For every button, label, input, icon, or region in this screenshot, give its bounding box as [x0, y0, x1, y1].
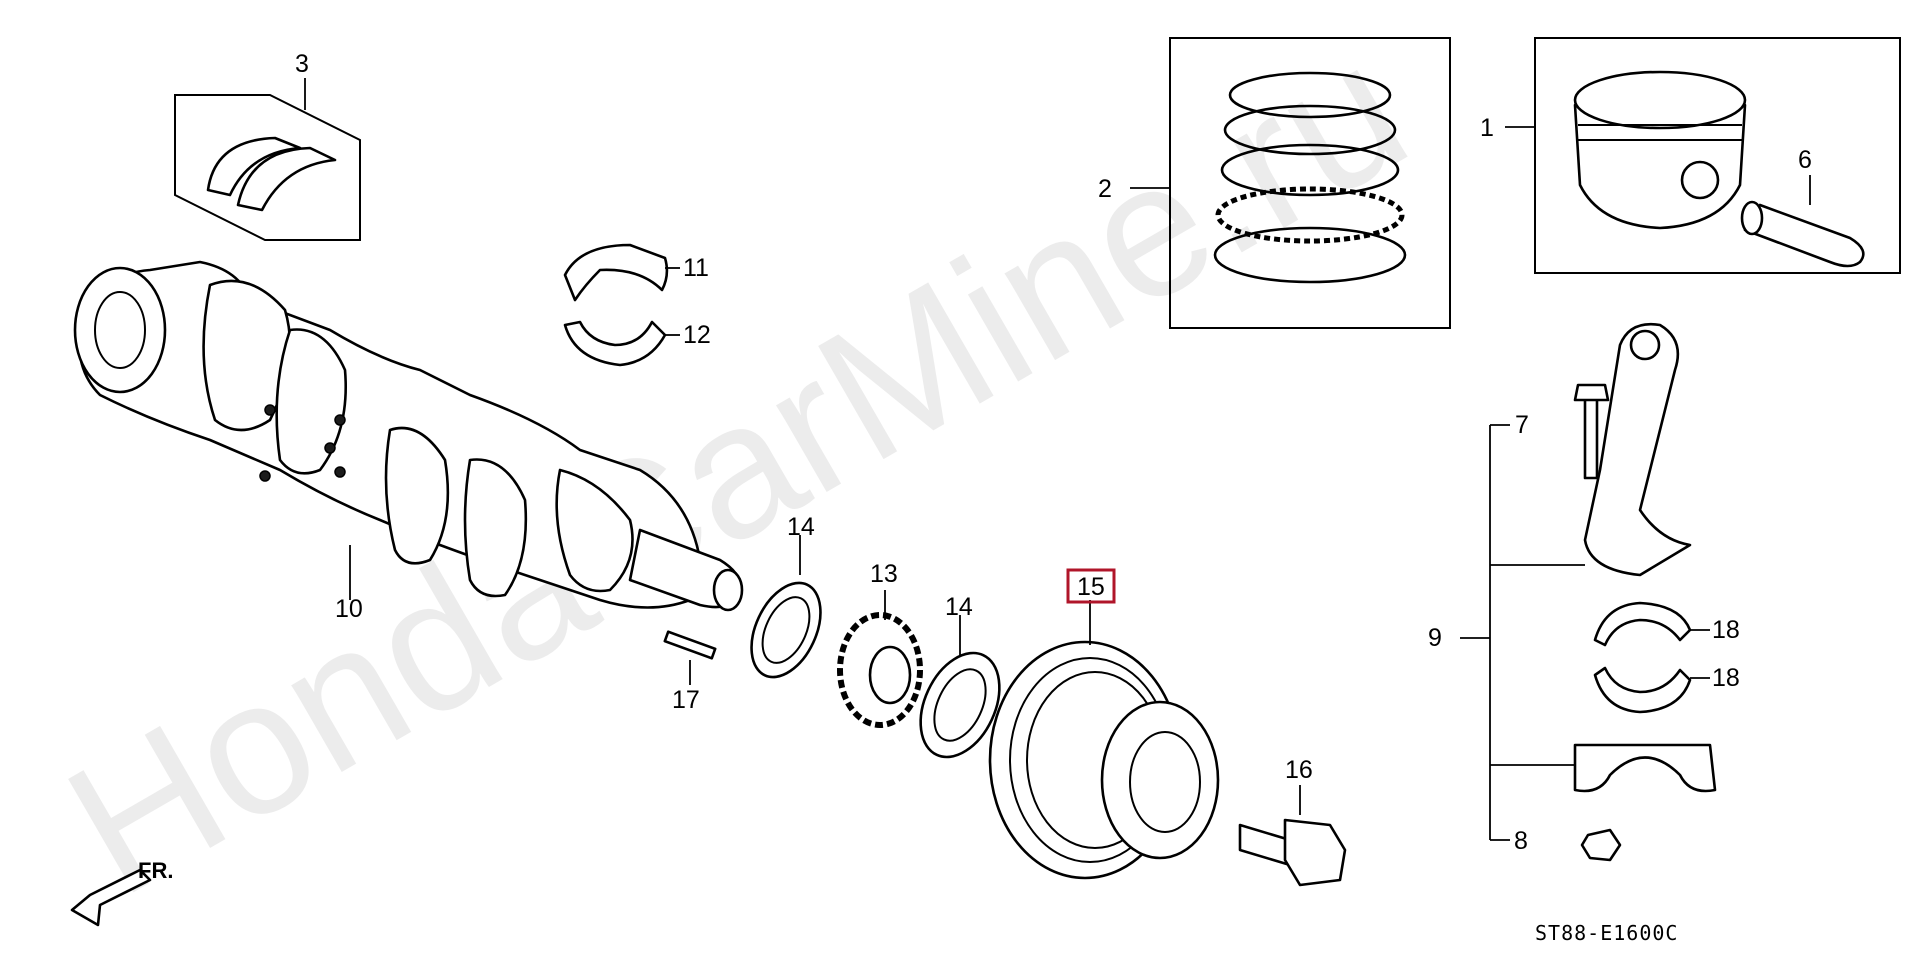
connecting-rod-bearing-18-upper[interactable] [1593, 601, 1710, 647]
callout-16: 16 [1285, 756, 1313, 784]
callout-15: 15 [1077, 573, 1105, 601]
callout-15-highlight[interactable]: 15 [1066, 568, 1116, 604]
callout-18-lower: 18 [1712, 664, 1740, 692]
front-direction-arrow: FR. [70, 858, 173, 927]
callout-17: 17 [672, 686, 700, 714]
connecting-rod-bearing-lower[interactable] [563, 320, 680, 367]
connecting-rod-cap[interactable] [1573, 743, 1717, 793]
connecting-rod[interactable] [1583, 322, 1692, 577]
callout-9: 9 [1428, 624, 1442, 652]
callout-10: 10 [335, 595, 363, 623]
callout-2: 2 [1098, 175, 1112, 203]
callout-6: 6 [1798, 146, 1812, 174]
piston-ring-set[interactable] [1130, 37, 1451, 329]
callout-8: 8 [1514, 827, 1528, 855]
callout-18-upper: 18 [1712, 616, 1740, 644]
callout-13: 13 [870, 560, 898, 588]
oil-seal-14-right[interactable] [905, 615, 1015, 770]
pulley-bolt[interactable] [1238, 785, 1347, 887]
callout-12: 12 [683, 321, 711, 349]
diagram-code: ST88-E1600C [1535, 921, 1678, 945]
crankshaft[interactable] [73, 260, 744, 612]
piston-set[interactable] [1505, 37, 1901, 274]
crankshaft-pulley[interactable] [988, 600, 1220, 880]
callout-1: 1 [1480, 114, 1494, 142]
callout-14-left: 14 [787, 513, 815, 541]
connecting-rod-bearing-18-lower[interactable] [1593, 666, 1710, 714]
rod-bracket-lines [1460, 424, 1585, 841]
piston-pin[interactable] [1740, 175, 1865, 268]
connecting-rod-nut[interactable] [1580, 828, 1622, 862]
timing-belt-drive-pulley[interactable] [837, 590, 923, 728]
oil-seal-14-left[interactable] [738, 535, 835, 688]
callout-11: 11 [683, 254, 709, 282]
main-bearing-set[interactable] [174, 78, 361, 241]
connecting-rod-bolt[interactable] [1573, 383, 1610, 480]
callout-7: 7 [1515, 411, 1529, 439]
woodruff-key[interactable] [663, 630, 717, 685]
front-direction-label: FR. [138, 858, 173, 883]
callout-14-right: 14 [945, 593, 973, 621]
callout-3: 3 [295, 50, 309, 78]
connecting-rod-bearing-upper[interactable] [563, 243, 680, 302]
